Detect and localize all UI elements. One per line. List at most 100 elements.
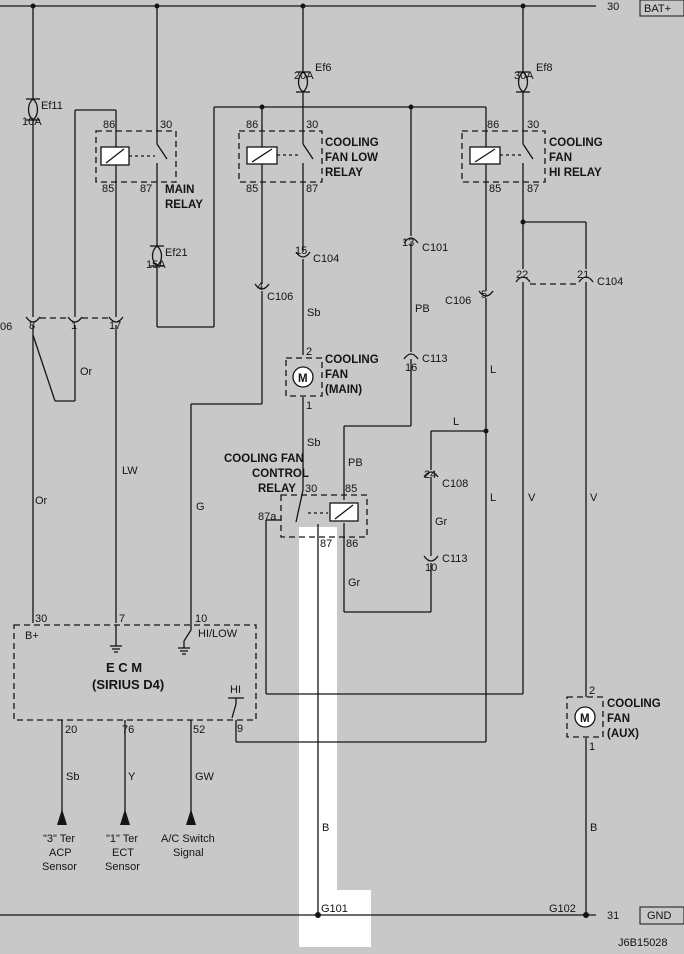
hi-relay-pin30: 30 xyxy=(527,119,539,131)
ecm-pin9: 9 xyxy=(237,723,243,735)
c104-22-pin: 22 xyxy=(516,269,528,281)
bat-terminal-label: 30 xyxy=(607,1,619,13)
c101-13-name: C101 xyxy=(422,242,448,254)
ecm-pin52: 52 xyxy=(193,724,205,736)
main-relay: 86 30 85 87 MAIN RELAY xyxy=(95,6,203,317)
wire-gr-lower: Gr xyxy=(348,577,361,589)
bat-rail: 30 BAT+ xyxy=(0,0,684,17)
wire-gw-ecm: GW xyxy=(195,771,215,783)
sensor-ect-2: ECT xyxy=(112,847,134,859)
ecm-pin20: 20 xyxy=(65,724,77,736)
connector-c113-10: 10 C113 xyxy=(343,523,467,613)
connector-c113-16: 16 C113 xyxy=(343,353,447,500)
ecm-subtitle: (SIRIUS D4) xyxy=(92,677,164,692)
main-relay-pin85: 85 xyxy=(102,183,114,195)
ecm-title: E C M xyxy=(106,660,142,675)
bat-label: BAT+ xyxy=(644,3,671,15)
motor-aux-name-2: FAN xyxy=(607,713,630,725)
low-relay-pin30: 30 xyxy=(306,119,318,131)
control-relay-pin87a: 87a xyxy=(258,511,277,523)
hi-relay-name-3: HI RELAY xyxy=(549,167,602,179)
c104-21-name: C104 xyxy=(597,276,623,288)
low-relay-name-3: RELAY xyxy=(325,167,363,179)
main-relay-name-1: MAIN xyxy=(165,184,194,196)
motor-aux-pin-bottom: 1 xyxy=(589,741,595,753)
motor-aux-name-1: COOLING xyxy=(607,698,661,710)
highlight-band-ground xyxy=(299,890,371,947)
c108-24-pin: 24 xyxy=(424,469,436,481)
motor-aux-name-3: (AUX) xyxy=(607,728,639,740)
connector-c106-5: C106 5 xyxy=(445,289,494,742)
hi-relay-name-1: COOLING xyxy=(549,137,603,149)
control-relay-pin87: 87 xyxy=(320,538,332,550)
wire-sb-upper: Sb xyxy=(307,307,320,319)
fuse-ef21-rating: 15A xyxy=(146,259,166,271)
control-relay-name-2: CONTROL xyxy=(252,468,309,480)
low-relay-pin87: 87 xyxy=(306,183,318,195)
ecm-hilow: HI/LOW xyxy=(198,628,238,640)
connector-c104-15: 15 C104 xyxy=(295,245,339,355)
hi-relay-pin86: 86 xyxy=(487,119,499,131)
wire-pb-upper: PB xyxy=(415,303,430,315)
low-relay: 86 30 85 87 COOLING FAN LOW RELAY xyxy=(238,107,379,284)
ecm-pin7: 7 xyxy=(119,613,125,625)
motor-main: M 2 1 COOLING FAN (MAIN) xyxy=(285,346,379,490)
fuse-ef6: Ef6 20A xyxy=(294,6,332,144)
ecm-pin76: 76 xyxy=(122,724,134,736)
fuse-ef8: Ef8 30A xyxy=(514,6,553,144)
wire-b-right: B xyxy=(590,822,597,834)
control-relay: 30 85 87a 87 86 COOLING FAN CONTROL RELA… xyxy=(224,453,523,915)
wire-g: G xyxy=(196,501,205,513)
ecm-module: 30 7 10 B+ HI/LOW E C M (SIRIUS D4) HI 9… xyxy=(13,613,486,743)
fuse-ef11: Ef11 10A xyxy=(22,6,63,317)
c106-5-name: C106 xyxy=(445,295,471,307)
main-relay-pin86: 86 xyxy=(103,119,115,131)
main-relay-pin30: 30 xyxy=(160,119,172,131)
connector-c104-22-21: 22 21 C104 xyxy=(515,269,623,697)
wire-or-upper: Or xyxy=(80,366,93,378)
c06-pin17: 17 xyxy=(109,320,121,332)
c106-5-pin: 5 xyxy=(481,289,487,301)
c06-name: 06 xyxy=(0,321,12,333)
wire-pb-lower: PB xyxy=(348,457,363,469)
c101-13-pin: 13 xyxy=(402,237,414,249)
hi-relay-pin87: 87 xyxy=(527,183,539,195)
hi-relay-name-2: FAN xyxy=(549,152,572,164)
hi-relay-pin85: 85 xyxy=(489,183,501,195)
motor-main-name-1: COOLING xyxy=(325,354,379,366)
c108-24-name: C108 xyxy=(442,478,468,490)
control-relay-pin85: 85 xyxy=(345,483,357,495)
main-relay-name-2: RELAY xyxy=(165,199,203,211)
wire-l-mid: L xyxy=(453,416,459,428)
c06-pin1: 1 xyxy=(71,320,77,332)
connector-c106-4: 4 C106 xyxy=(190,281,293,630)
low-relay-name-1: COOLING xyxy=(325,137,379,149)
fuse-ef21-name: Ef21 xyxy=(165,247,188,259)
connector-c06: 06 8 1 17 xyxy=(0,316,124,623)
motor-aux: M 2 1 COOLING FAN (AUX) xyxy=(566,685,661,915)
wire-b-center: B xyxy=(322,822,329,834)
fuse-ef6-rating: 20A xyxy=(294,70,314,82)
control-relay-pin30: 30 xyxy=(305,483,317,495)
ecm-sensor-leads xyxy=(57,720,196,825)
c104-15-pin: 15 xyxy=(295,245,307,257)
wire-y-ecm: Y xyxy=(128,771,136,783)
c113-16-name: C113 xyxy=(422,353,447,365)
ground-g101-label: G101 xyxy=(321,903,348,915)
connector-c101-13: 13 C101 xyxy=(402,107,448,352)
figure-id: J6B15028 xyxy=(618,937,668,949)
sensor-ac-1: A/C Switch xyxy=(161,833,215,845)
ecm-pin30: 30 xyxy=(35,613,47,625)
sensor-ect-3: Sensor xyxy=(105,861,140,873)
wire-color-labels: Or Or LW G Sb Sb PB PB L L L V V Gr Gr B… xyxy=(35,303,598,834)
low-relay-pin85: 85 xyxy=(246,183,258,195)
motor-aux-pin-top: 2 xyxy=(589,685,595,697)
motor-aux-symbol: M xyxy=(580,713,590,725)
connector-c108-24: 24 C108 xyxy=(423,430,486,556)
motor-main-name-3: (MAIN) xyxy=(325,384,362,396)
sensor-acp-1: "3" Ter xyxy=(43,833,75,845)
sensor-ect-1: "1" Ter xyxy=(106,833,138,845)
ecm-bplus: B+ xyxy=(25,630,39,642)
